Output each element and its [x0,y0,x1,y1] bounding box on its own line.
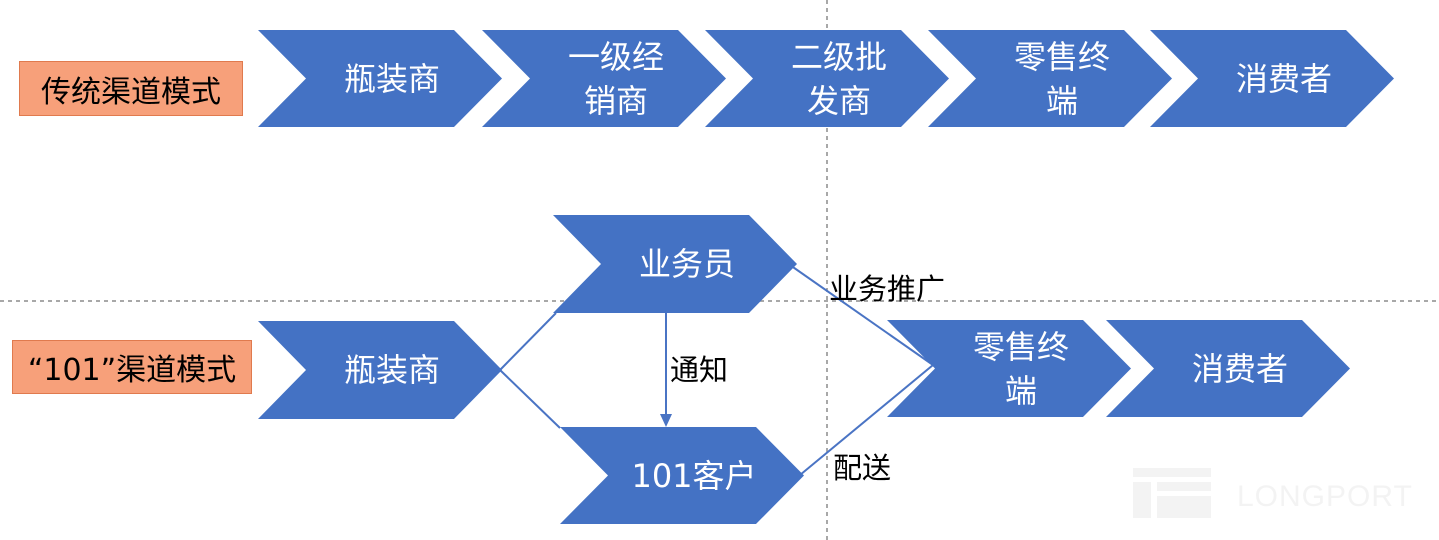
connector-bottler-to-client [499,369,561,429]
traditional-model-label: 传统渠道模式 [19,61,243,116]
model-101-label: “101”渠道模式 [12,340,252,394]
traditional-step-retail-terminal: 零售终 端 [928,30,1172,127]
chevron-shape [553,215,797,313]
model-101-bottler: 瓶装商 [258,321,502,419]
traditional-step-retail-terminal-label: 零售终 端 [1013,37,1110,120]
model-101-bottler-label: 瓶装商 [343,351,440,389]
traditional-step-primary-distributor: 一级经 销商 [482,30,726,127]
model-101-salesman-label: 业务员 [638,245,735,283]
model-101-retail-terminal: 零售终 端 [887,320,1131,417]
chevron-shape [482,30,726,127]
chevron-shape [887,320,1131,417]
longport-watermark: LONGPORT [1133,466,1423,522]
model-101-label-text: “101”渠道模式 [27,353,237,388]
notify-arrowhead [660,414,672,427]
model-101-client-label: 101客户 [631,456,757,495]
traditional-step-consumer-label: 消费者 [1235,59,1332,98]
traditional-step-bottler-label: 瓶装商 [343,59,440,98]
model-101-retail-terminal-label: 零售终 端 [972,327,1069,410]
model-101-consumer: 消费者 [1106,320,1350,417]
connector-bottler-to-salesman [499,312,557,371]
delivery-label: 配送 [833,451,892,485]
connector-client-to-retail [799,364,934,476]
chevron-shape [1106,320,1350,417]
traditional-step-primary-distributor-label: 一级经 销商 [567,37,664,120]
chevron-shape [705,30,949,127]
connector-salesman-to-retail [789,264,934,366]
longport-logo-icon [1133,468,1211,518]
traditional-model-label-text: 传统渠道模式 [41,74,221,110]
model-101-salesman: 业务员 [553,215,797,313]
model-101-consumer-label: 消费者 [1191,349,1288,388]
chevron-shape [258,30,502,127]
model-101-client: 101客户 [560,427,804,524]
chevron-shape [928,30,1172,127]
traditional-step-secondary-wholesaler-label: 二级批 发商 [790,37,887,120]
chevron-shape [1150,30,1394,127]
business-promotion-label: 业务推广 [829,272,946,306]
traditional-step-bottler: 瓶装商 [258,30,502,127]
notify-label: 通知 [670,353,729,387]
traditional-step-secondary-wholesaler: 二级批 发商 [705,30,949,127]
chevron-shape [258,321,502,419]
traditional-step-consumer: 消费者 [1150,30,1394,127]
chevron-shape [560,427,804,524]
watermark-text: LONGPORT [1237,480,1413,513]
